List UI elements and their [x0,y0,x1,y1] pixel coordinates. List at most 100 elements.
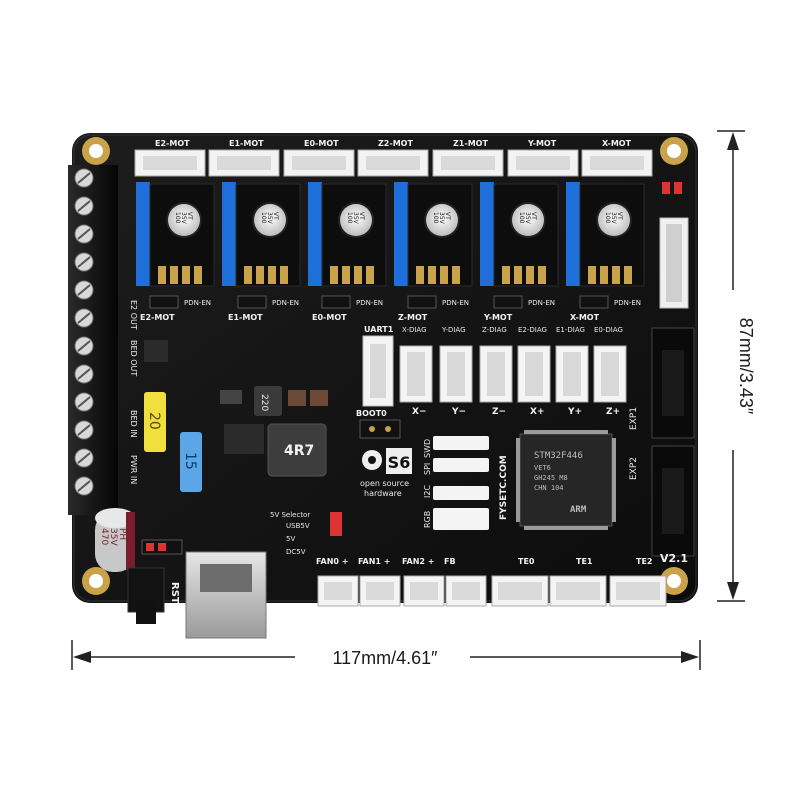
fan-label: FAN1 + [358,557,391,566]
motor-header-label: Z1-MOT [453,139,488,148]
elcap-3: PH [117,528,127,540]
mcu-chip: STM32F446 VET6 GH245 M8 CHN 104 ARM [516,430,616,530]
terminal-screw [74,476,94,496]
cap-label: VT [530,212,537,220]
mcu-line-3: GH245 M8 [534,474,568,482]
mcu-line-4: CHN 104 [534,484,564,492]
width-dimension: 117mm/4.61″ [71,640,701,670]
swd-label: SWD [423,439,432,458]
spi-swd-i2c-rgb: SPI SWD I2C RGB FYSETC.COM [423,436,509,530]
rgb-label: RGB [423,511,432,528]
fan-connector: FB [444,557,487,607]
terminal-screw [74,448,94,468]
small-inductor-label: 220 [259,394,269,411]
osh-text-2: hardware [364,489,402,498]
lower-motor-labels: E2-MOTPDN-ENE1-MOTPDN-ENE0-MOTPDN-ENZ-MO… [140,295,641,322]
terminal-screw [74,336,94,356]
endstop-connector: Y− [439,345,473,417]
exp-headers: EXP2 EXP1 [629,327,695,557]
fan-label: FAN2 + [402,557,435,566]
fan-label: FB [444,557,456,566]
inductor-label: 4R7 [284,443,314,459]
osh-text-1: open source [360,479,409,488]
5v-selector: 5V Selector USB5V 5V DC5V [270,511,342,556]
endstop-label: X+ [530,407,544,417]
reset-button: RST [127,539,183,624]
logo-text: S6 [388,453,411,472]
terminal-screw [74,252,94,272]
side-connector [659,182,689,309]
power-labels: E2 OUT BED OUT BED IN PWR IN [129,300,138,484]
cap-label: VT [616,212,623,220]
diag-label: X-DIAG [402,326,427,334]
terminal-screw [74,280,94,300]
selector-usb: USB5V [286,522,310,530]
selector-5v: 5V [286,535,295,543]
cap-label: 35V [180,212,187,225]
diag-label: E2-DIAG [518,326,547,334]
endstop-label: Y+ [567,407,582,417]
lower-motor-label: Y-MOT [483,313,513,322]
cap-label: VT [186,212,193,220]
power-label-pwrin: PWR IN [129,455,138,484]
lower-motor-label: E2-MOT [140,313,175,322]
cap-label: 100 [260,212,267,224]
power-components: 220 4R7 [144,340,328,477]
height-dimension: 87mm/3.43″ [717,130,756,602]
te-connector: TE1 [549,557,607,607]
lower-motor-label: E0-MOT [312,313,347,322]
mcu-line-1: STM32F446 [534,451,583,461]
fuse-15: 15 [182,452,198,470]
power-label-bedout: BED OUT [129,340,138,376]
te-label: TE2 [636,557,653,566]
rst-label: RST [169,582,180,604]
arm-label: ARM [570,505,587,515]
version-label: V2.1 [660,552,688,565]
motor-header: E0-MOT [283,139,355,177]
te-connector: TE0 [491,557,549,607]
pdn-en-label: PDN-EN [272,299,299,307]
cap-label: VT [272,212,279,220]
cap-label: 35V [524,212,531,225]
diag-label: Y-DIAG [441,326,466,334]
brand-label: FYSETC.COM [499,455,509,520]
cap-label: VT [358,212,365,220]
cap-label: 100 [604,212,611,224]
endstop-label: Z+ [606,407,620,417]
endstop-label: Z− [492,407,506,417]
uart-label: UART1 [364,325,394,334]
power-label-bedin: BED IN [129,410,138,438]
endstop-connector: X− [399,345,433,417]
width-label: 117mm/4.61″ [332,648,438,668]
uart-connector [362,335,394,407]
pdn-en-label: PDN-EN [528,299,555,307]
pdn-en-label: PDN-EN [442,299,469,307]
fuse-20: 20 [146,412,162,430]
lower-motor-label: E1-MOT [228,313,263,322]
motor-header: X-MOT [581,139,653,177]
diag-label: E0-DIAG [594,326,623,334]
cap-label: VT [444,212,451,220]
pdn-en-label: PDN-EN [614,299,641,307]
terminal-screw [74,392,94,412]
power-label-e2out: E2 OUT [129,300,138,330]
endstop-label: X− [412,407,426,417]
motor-header-label: E2-MOT [155,139,190,148]
te-connector: TE2 [609,557,667,607]
motor-header: E2-MOT [134,139,206,177]
terminal-screw [74,308,94,328]
motor-header-label: X-MOT [602,139,632,148]
fan-label: FAN0 + [316,557,349,566]
selector-dc: DC5V [286,548,306,556]
te-label: TE1 [576,557,593,566]
fan-connector: FAN2 + [402,557,445,607]
cap-label: 35V [352,212,359,225]
usb-port [185,551,267,639]
boot0-jumper: BOOT0 [356,409,401,439]
